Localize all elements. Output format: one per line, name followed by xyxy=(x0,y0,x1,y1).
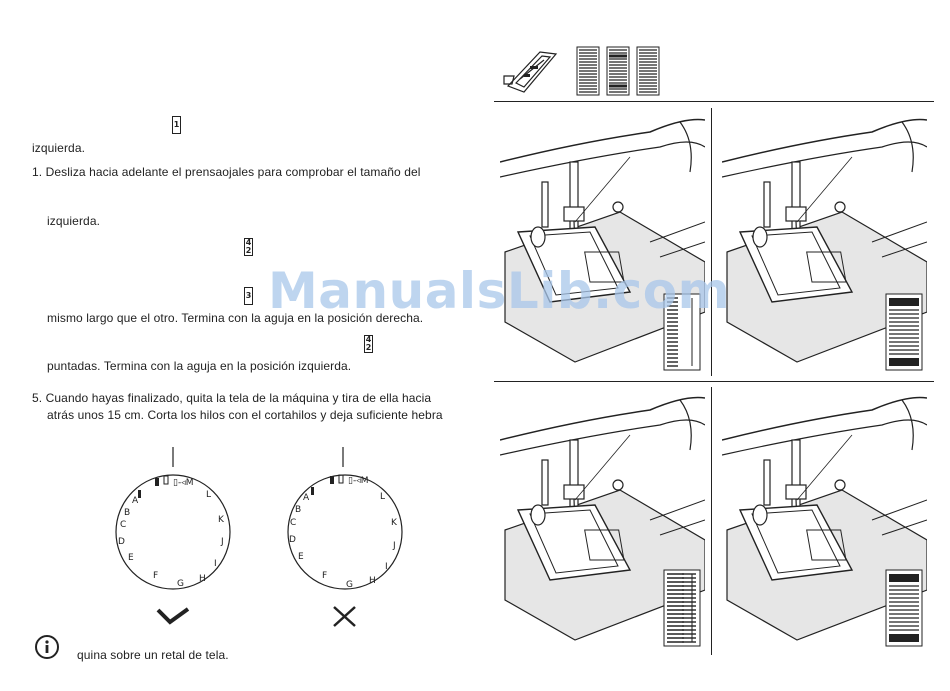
svg-text:J: J xyxy=(392,541,396,551)
svg-text:L: L xyxy=(380,492,385,502)
svg-text:D: D xyxy=(118,537,125,547)
step-5-line-2: atrás unos 15 cm. Corta los hilos con el… xyxy=(47,408,443,422)
tip-text: quina sobre un retal de tela. xyxy=(77,648,229,662)
header-divider xyxy=(494,101,934,102)
svg-text:I: I xyxy=(214,559,217,569)
illustration-panel-1 xyxy=(500,118,705,371)
svg-text:I: I xyxy=(385,562,388,572)
buttonhole-step-3-symbol: 3 xyxy=(244,287,253,305)
svg-text:H: H xyxy=(369,576,376,586)
svg-text:C: C xyxy=(290,518,296,528)
svg-text:D: D xyxy=(289,535,296,545)
vertical-divider-top xyxy=(711,108,712,376)
svg-text:F: F xyxy=(153,571,158,581)
svg-text:G: G xyxy=(177,579,184,589)
svg-text:K: K xyxy=(391,518,398,528)
svg-text:A: A xyxy=(132,496,139,506)
buttonhole-foot-icon xyxy=(503,51,558,93)
step-1-text: 1. Desliza hacia adelante el prensaojale… xyxy=(32,165,421,179)
svg-text:B: B xyxy=(295,505,301,515)
text-puntadas: puntadas. Termina con la aguja en la pos… xyxy=(47,359,352,373)
illustration-panel-3 xyxy=(500,396,705,647)
svg-text:C: C xyxy=(120,520,126,530)
svg-text:A: A xyxy=(303,493,310,503)
svg-text:▯-◃M: ▯-◃M xyxy=(348,476,368,486)
svg-text:L: L xyxy=(206,490,211,500)
svg-text:B: B xyxy=(124,508,130,518)
vertical-divider-bottom xyxy=(711,387,712,655)
svg-text:▯-◃M: ▯-◃M xyxy=(173,478,193,488)
illustration-panel-2 xyxy=(722,118,927,371)
info-icon xyxy=(35,635,59,659)
svg-text:F: F xyxy=(322,571,327,581)
text-izquierda-2: izquierda. xyxy=(47,214,101,228)
check-icon xyxy=(156,607,190,625)
watermark: ManualsLib.com xyxy=(268,262,731,320)
buttonhole-step-1-symbol: 1 xyxy=(172,116,181,134)
cross-icon xyxy=(333,606,356,627)
stitch-dial-wrong: ▯-◃M L K J I H G F E D C B A xyxy=(287,447,403,627)
text-mismo-largo: mismo largo que el otro. Termina con la … xyxy=(47,311,424,325)
step-5-line-1: 5. Cuando hayas finalizado, quita la tel… xyxy=(32,391,432,405)
buttonhole-stitch-icons xyxy=(576,46,660,96)
svg-text:G: G xyxy=(346,580,353,590)
svg-text:H: H xyxy=(199,574,206,584)
middle-divider xyxy=(494,381,934,382)
stitch-dial-correct: ▯-◃M L K J I H G F E D C B A xyxy=(115,447,231,625)
illustration-panel-4 xyxy=(722,396,927,647)
svg-text:E: E xyxy=(298,552,304,562)
svg-text:K: K xyxy=(218,515,225,525)
svg-text:E: E xyxy=(128,553,134,563)
svg-text:J: J xyxy=(220,537,224,547)
text-izquierda-1: izquierda. xyxy=(32,141,86,155)
